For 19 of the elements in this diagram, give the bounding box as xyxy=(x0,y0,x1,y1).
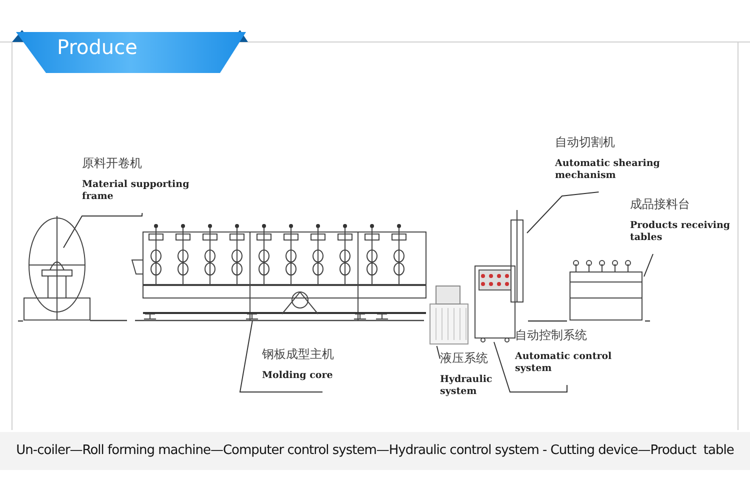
part-label: Hydraulic system xyxy=(440,374,494,398)
part-label: 自动切割机 xyxy=(555,134,616,150)
part-label: Products receiving tables xyxy=(630,220,732,244)
part-label: Material supporting frame xyxy=(82,179,190,203)
leader-line xyxy=(239,320,323,392)
leader-line xyxy=(526,192,600,234)
leader-line xyxy=(63,212,143,248)
part-label: Automatic control system xyxy=(515,351,613,375)
leader-line xyxy=(644,254,654,278)
part-label: Automatic shearing mechanism xyxy=(555,158,661,182)
part-label: 自动控制系统 xyxy=(515,327,588,343)
part-label: 钢板成型主机 xyxy=(262,346,335,362)
part-label: Molding core xyxy=(262,370,334,382)
caption: Un-coiler—Roll forming machine—Computer control system—Hydraulic control system - Cutting device—Product table xyxy=(0,432,750,470)
part-label: 成品接料台 xyxy=(630,196,691,212)
leader-line xyxy=(494,342,568,392)
leader-line xyxy=(436,346,440,360)
title: Produce xyxy=(57,35,138,59)
part-label: 原料开卷机 xyxy=(82,155,143,171)
